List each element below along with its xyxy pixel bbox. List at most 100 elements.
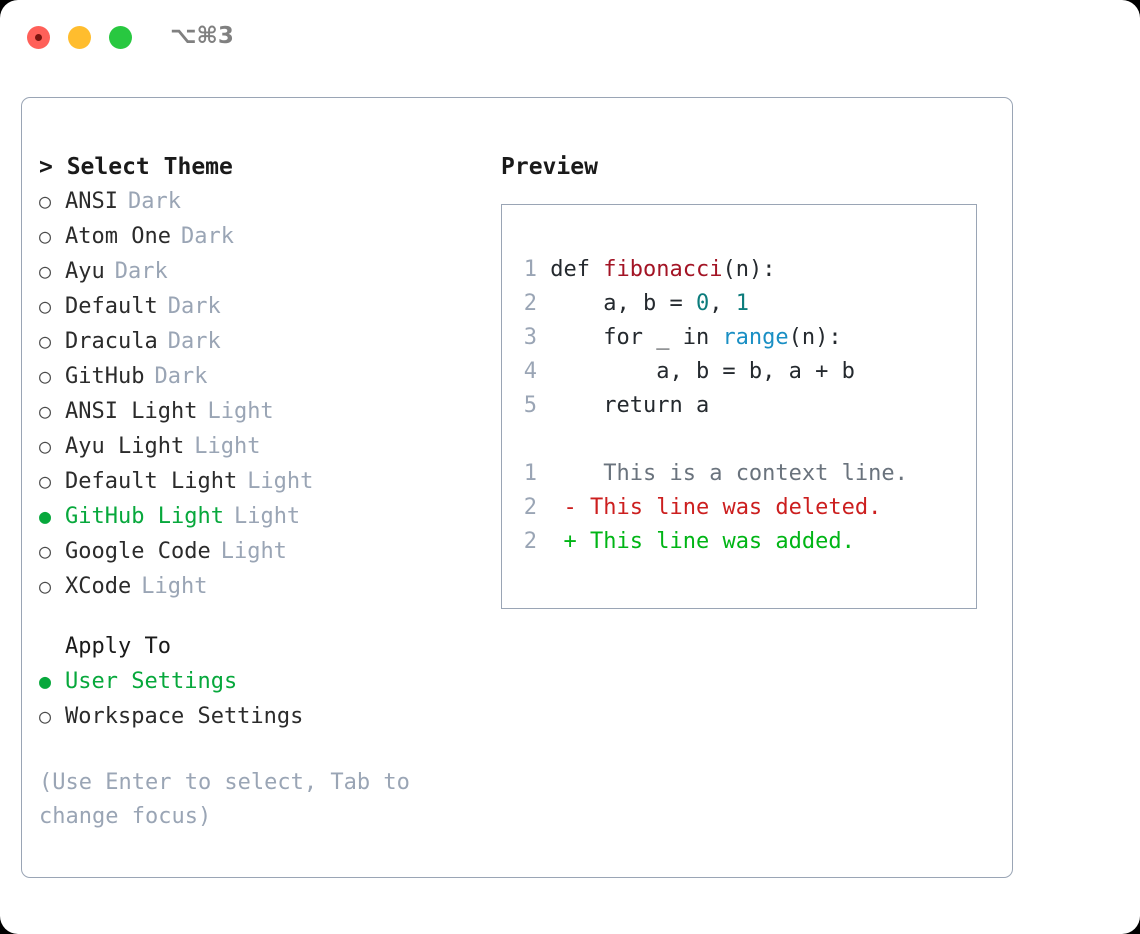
code-line: 1 def fibonacci(n):	[513, 253, 908, 287]
diff-marker	[564, 461, 577, 486]
radio-unselected-icon: ○	[39, 539, 52, 563]
code-line: 5 return a	[513, 389, 908, 423]
radio-selected-icon: ●	[39, 669, 52, 693]
apply-to-option-user-settings[interactable]: ● User Settings	[39, 664, 489, 699]
code-token-plain: ,	[709, 291, 736, 316]
theme-option-atom-one[interactable]: ○ Atom One Dark	[39, 219, 489, 254]
apply-to-option-workspace-settings[interactable]: ○ Workspace Settings	[39, 699, 489, 734]
theme-option-default-light[interactable]: ○ Default Light Light	[39, 464, 489, 499]
line-number: 4	[523, 359, 537, 384]
theme-option-label: GitHub Light	[65, 504, 224, 529]
apply-to-option-label: Workspace Settings	[65, 704, 304, 729]
code-token-plain: for _ in	[550, 325, 723, 350]
theme-option-label: XCode	[65, 574, 132, 599]
diff-text: This line was deleted.	[576, 495, 882, 520]
apply-to-header: Apply To	[65, 634, 171, 659]
radio-unselected-icon: ○	[39, 224, 52, 248]
window-title: ⌥⌘3	[170, 23, 234, 49]
line-number: 2	[523, 495, 537, 520]
line-number: 1	[523, 257, 537, 282]
diff-marker: -	[563, 495, 577, 520]
theme-option-variant: Light	[141, 574, 208, 599]
theme-option-ansi-light[interactable]: ○ ANSI Light Light	[39, 394, 489, 429]
minimize-window-button[interactable]	[68, 26, 91, 49]
theme-option-label: ANSI Light	[65, 399, 198, 424]
theme-option-ayu[interactable]: ○ Ayu Dark	[39, 254, 489, 289]
apply-to-option-label: User Settings	[65, 669, 238, 694]
title-bar: ⌥⌘3	[0, 0, 1140, 78]
code-token-plain: (n):	[788, 325, 842, 350]
theme-option-variant: Dark	[167, 329, 221, 354]
apply-to-list: ● User Settings ○ Workspace Settings	[39, 664, 489, 734]
theme-option-variant: Dark	[114, 259, 168, 284]
code-blank-line	[513, 423, 908, 457]
theme-option-github[interactable]: ○ GitHub Dark	[39, 359, 489, 394]
code-token-plain: a, b = b, a + b	[550, 359, 855, 384]
theme-option-label: ANSI	[65, 189, 118, 214]
code-token-plain: (n):	[722, 257, 776, 282]
theme-option-variant: Light	[233, 504, 301, 529]
radio-unselected-icon: ○	[39, 294, 52, 318]
theme-option-label: Google Code	[65, 539, 211, 564]
radio-unselected-icon: ○	[39, 364, 52, 388]
radio-unselected-icon: ○	[39, 469, 52, 493]
preview-column: Preview 1 def fibonacci(n):2 a, b = 0, 1…	[501, 150, 1001, 609]
diff-marker: +	[563, 529, 577, 554]
theme-option-variant: Dark	[180, 224, 234, 249]
code-token-plain: def	[550, 257, 604, 282]
select-theme-header: > Select Theme	[39, 154, 233, 180]
maximize-window-button[interactable]	[109, 26, 132, 49]
theme-option-variant: Dark	[154, 364, 208, 389]
diff-text: This line was added.	[576, 529, 855, 554]
code-line: 4 a, b = b, a + b	[513, 355, 908, 389]
spacer	[39, 604, 489, 630]
theme-option-variant: Light	[194, 434, 261, 459]
theme-option-xcode[interactable]: ○ XCode Light	[39, 569, 489, 604]
theme-option-label: Default Light	[65, 469, 238, 494]
code-token-num: 1	[735, 291, 749, 316]
diff-line-del: 2 - This line was deleted.	[513, 491, 908, 525]
theme-option-label: Atom One	[65, 224, 171, 249]
code-line: 3 for _ in range(n):	[513, 321, 908, 355]
theme-option-variant: Light	[247, 469, 314, 494]
radio-unselected-icon: ○	[39, 704, 52, 728]
diff-line-add: 2 + This line was added.	[513, 525, 908, 559]
radio-selected-icon: ●	[39, 504, 52, 528]
theme-option-github-light[interactable]: ● GitHub Light Light	[39, 499, 489, 534]
preview-header: Preview	[501, 154, 598, 180]
theme-option-variant: Dark	[127, 189, 181, 214]
radio-unselected-icon: ○	[39, 329, 52, 353]
radio-unselected-icon: ○	[39, 399, 52, 423]
diff-line-ctx: 1 This is a context line.	[513, 457, 908, 491]
radio-unselected-icon: ○	[39, 189, 52, 213]
code-token-builtin: range	[722, 325, 789, 350]
radio-unselected-icon: ○	[39, 434, 52, 458]
theme-option-ansi[interactable]: ○ ANSI Dark	[39, 184, 489, 219]
spacer	[39, 734, 489, 766]
line-number: 2	[523, 291, 537, 316]
close-window-button[interactable]	[27, 26, 50, 49]
theme-option-label: Ayu	[65, 259, 105, 284]
radio-unselected-icon: ○	[39, 259, 52, 283]
line-number: 1	[523, 461, 537, 486]
code-token-func: fibonacci	[603, 257, 723, 282]
line-number: 2	[523, 529, 537, 554]
theme-option-label: GitHub	[65, 364, 145, 389]
theme-option-variant: Light	[207, 399, 274, 424]
diff-text: This is a context line.	[576, 461, 908, 486]
code-token-plain: a, b =	[550, 291, 696, 316]
line-number: 5	[523, 393, 537, 418]
code-line: 2 a, b = 0, 1	[513, 287, 908, 321]
radio-unselected-icon: ○	[39, 574, 52, 598]
code-token-num: 0	[695, 291, 710, 316]
keyboard-hint-text: (Use Enter to select, Tab to change focu…	[39, 770, 424, 829]
